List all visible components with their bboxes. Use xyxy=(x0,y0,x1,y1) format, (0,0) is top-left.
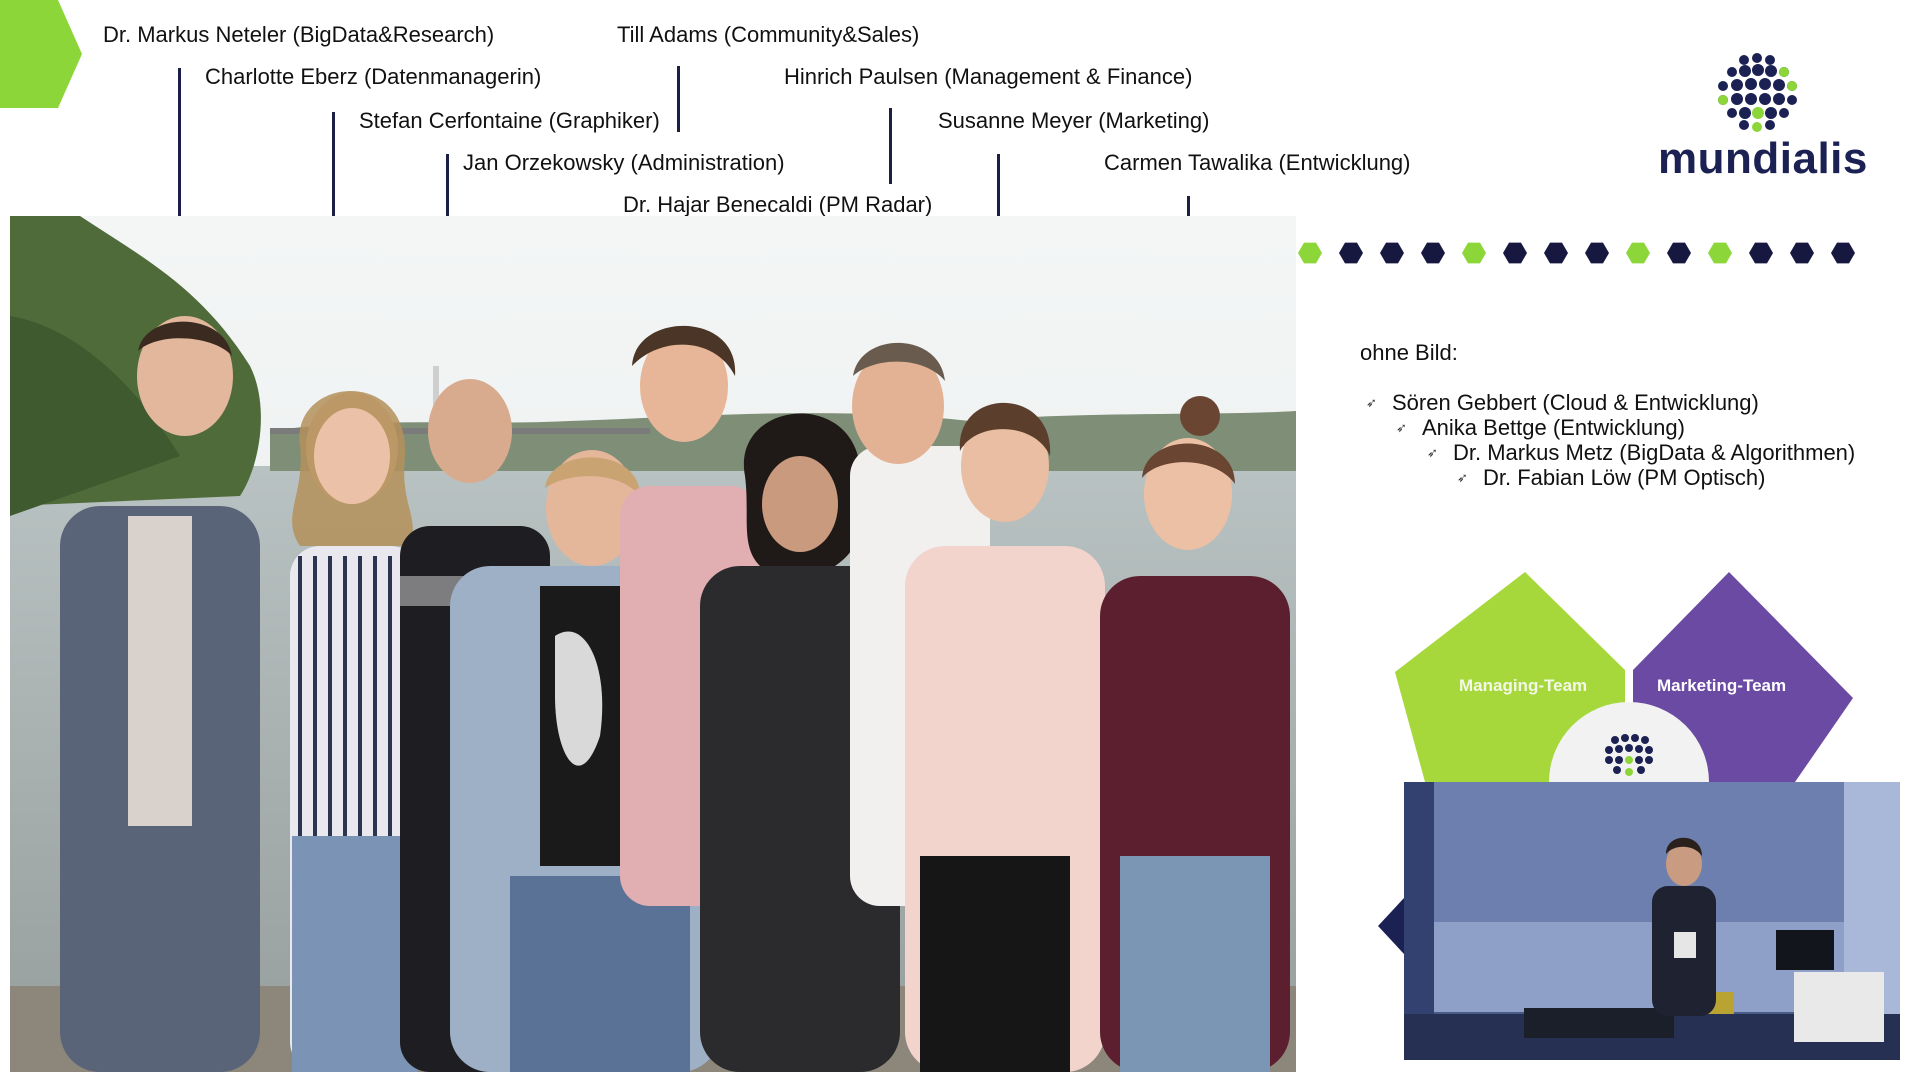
hexagon-dot-icon xyxy=(1708,242,1732,264)
label-tawalika: Carmen Tawalika (Entwicklung) xyxy=(1104,150,1411,175)
bullet-icon: ➶ xyxy=(1396,420,1407,435)
hexagon-dot-icon xyxy=(1626,242,1650,264)
team-diagram-shapes xyxy=(1395,572,1853,782)
hexagon-dot-icon xyxy=(1298,242,1322,264)
marketing-team-label: Marketing-Team xyxy=(1657,676,1787,695)
hexagon-dot-icon xyxy=(1749,242,1773,264)
list-item: ➶Dr. Markus Metz (BigData & Algorithmen) xyxy=(1427,440,1856,465)
managing-team-label: Managing-Team xyxy=(1459,676,1588,695)
hexagon-dot-icon xyxy=(1339,242,1363,264)
label-meyer: Susanne Meyer (Marketing) xyxy=(938,108,1210,133)
label-orzekowsky: Jan Orzekowsky (Administration) xyxy=(463,150,785,175)
hexagon-dot-icon xyxy=(1667,242,1691,264)
bullet-icon: ➶ xyxy=(1366,395,1377,410)
hexagon-dot-icon xyxy=(1503,242,1527,264)
list-item: ➶Anika Bettge (Entwicklung) xyxy=(1396,415,1685,440)
logo-wordmark: mundialis xyxy=(1658,134,1868,183)
bullet-icon: ➶ xyxy=(1427,445,1438,460)
hexagon-dot-icon xyxy=(1585,242,1609,264)
dotted-globe-icon xyxy=(1718,53,1797,132)
hexagon-dot-icon xyxy=(1544,242,1568,264)
ohne-bild-heading: ohne Bild: xyxy=(1360,340,1458,365)
navy-diamond-shape xyxy=(1378,898,1404,954)
label-paulsen: Hinrich Paulsen (Management & Finance) xyxy=(784,64,1193,89)
label-eberz: Charlotte Eberz (Datenmanagerin) xyxy=(205,64,542,89)
list-item: ➶Dr. Fabian Löw (PM Optisch) xyxy=(1457,465,1766,490)
team-photo xyxy=(10,216,1296,1072)
team-diagram: Managing-Team Marketing-Team xyxy=(1395,560,1875,782)
leader-line-paulsen-top xyxy=(889,108,892,184)
label-neteler: Dr. Markus Neteler (BigData&Research) xyxy=(103,22,495,47)
speaker-video-feed[interactable] xyxy=(1404,782,1900,1060)
hexagon-dot-icon xyxy=(1831,242,1855,264)
speaker-video-frame xyxy=(1404,782,1900,1060)
corner-chevron-icon xyxy=(0,0,82,108)
label-benecaldi: Dr. Hajar Benecaldi (PM Radar) xyxy=(623,192,933,217)
hexagon-dot-row xyxy=(1298,242,1855,264)
ohne-bild-list: ➶Sören Gebbert (Cloud & Entwicklung) ➶An… xyxy=(1360,390,1855,490)
hexagon-dot-icon xyxy=(1380,242,1404,264)
label-cerfontaine: Stefan Cerfontaine (Graphiker) xyxy=(359,108,660,133)
hexagon-dot-icon xyxy=(1421,242,1445,264)
hexagon-dot-icon xyxy=(1462,242,1486,264)
hexagon-dot-icon xyxy=(1790,242,1814,264)
list-item: ➶Sören Gebbert (Cloud & Entwicklung) xyxy=(1366,390,1759,415)
mundialis-logo: mundialis xyxy=(1648,52,1867,192)
bullet-icon: ➶ xyxy=(1457,470,1468,485)
leader-line-adams-top xyxy=(677,66,680,132)
label-adams: Till Adams (Community&Sales) xyxy=(617,22,920,47)
